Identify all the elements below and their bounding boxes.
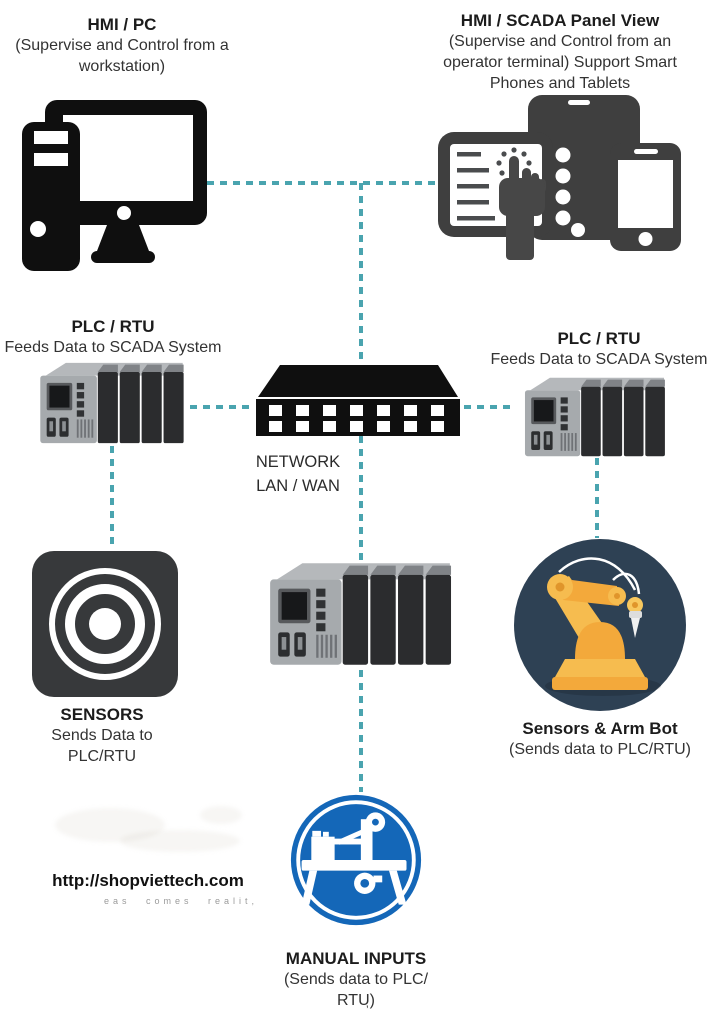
- stray-mark: ’: [366, 1003, 369, 1017]
- hmi-pc-subtitle-line2: workstation): [78, 58, 166, 75]
- robot-arm-icon: [514, 539, 686, 711]
- gripper-tool: [629, 611, 642, 618]
- watermark-ghost-shape: [120, 830, 240, 852]
- node-plc-left-label: PLC / RTU Feeds Data to SCADA System: [2, 316, 224, 358]
- node-manual-inputs-label: MANUAL INPUTS (Sends data to PLC/ RTU): [266, 948, 446, 1011]
- monitor-screen: [63, 115, 193, 201]
- node-hmi-pc-label: HMI / PC (Supervise and Control from a w…: [8, 14, 236, 77]
- plc-left-subtitle: Feeds Data to SCADA System: [4, 339, 222, 356]
- machine-pictogram: [301, 812, 407, 905]
- node-plc-right-label: PLC / RTU Feeds Data to SCADA System: [486, 328, 712, 370]
- hmi-panel-icon: [438, 132, 553, 260]
- manual-machine-icon: [290, 794, 422, 926]
- manual-inputs-subtitle-line1: (Sends data to PLC/: [283, 971, 429, 988]
- node-hmi-scada-label: HMI / SCADA Panel View (Supervise and Co…: [405, 10, 715, 94]
- watermark-ghost-shape: [200, 806, 242, 824]
- hmi-scada-subtitle-line3: Phones and Tablets: [489, 75, 631, 92]
- pc-tower-icon: [22, 122, 80, 271]
- plc-rack-icon: [40, 362, 184, 444]
- network-label-line1: NETWORK: [255, 453, 341, 471]
- sensors-subtitle-line1: Sends Data to: [51, 727, 153, 744]
- watermark-url: http://shopviettech.com: [52, 871, 244, 890]
- plc-right-subtitle: Feeds Data to SCADA System: [490, 351, 708, 368]
- hmi-pc-title: HMI / PC: [87, 15, 157, 34]
- plc-rack-icon: [524, 377, 665, 457]
- network-switch-label: NETWORK LAN / WAN: [242, 450, 354, 498]
- hmi-scada-subtitle-line1: (Supervise and Control from an: [448, 33, 672, 50]
- robot-arm: [547, 557, 648, 690]
- hmi-pc-subtitle-line1: (Supervise and Control from a: [15, 37, 229, 54]
- node-armbot-label: Sensors & Arm Bot (Sends data to PLC/RTU…: [488, 718, 712, 760]
- smartphone-icon: [610, 143, 681, 251]
- menu-lines: [457, 152, 495, 221]
- manual-inputs-subtitle-line2: RTU): [337, 992, 375, 1009]
- hmi-scada-title: HMI / SCADA Panel View: [460, 11, 660, 30]
- armbot-subtitle: (Sends data to PLC/RTU): [508, 741, 691, 758]
- hmi-scada-subtitle-line2: operator terminal) Support Smart: [443, 54, 677, 71]
- network-switch-icon: [256, 365, 460, 436]
- sensors-title: SENSORS: [60, 705, 144, 724]
- plc-rack-icon: [270, 563, 452, 665]
- sensors-subtitle-line2: PLC/RTU: [67, 748, 137, 765]
- plc-left-title: PLC / RTU: [71, 317, 155, 336]
- desktop-pc-icon: [22, 100, 207, 271]
- armbot-title: Sensors & Arm Bot: [522, 719, 678, 738]
- watermark-ghost-shape: [55, 808, 165, 842]
- hmi-devices-icon: [438, 95, 681, 260]
- network-label-line2: LAN / WAN: [256, 477, 340, 495]
- plc-right-title: PLC / RTU: [557, 329, 641, 348]
- switch-ports: [269, 405, 444, 432]
- node-sensors-label: SENSORS Sends Data to PLC/RTU: [20, 704, 184, 767]
- plc-modules: [97, 364, 184, 444]
- sensor-target-icon: [32, 551, 178, 697]
- monitor-button: [117, 206, 131, 220]
- watermark-tagline: eas comes realit,: [104, 896, 259, 906]
- touch-hand-icon: [499, 156, 546, 260]
- manual-inputs-title: MANUAL INPUTS: [285, 949, 427, 968]
